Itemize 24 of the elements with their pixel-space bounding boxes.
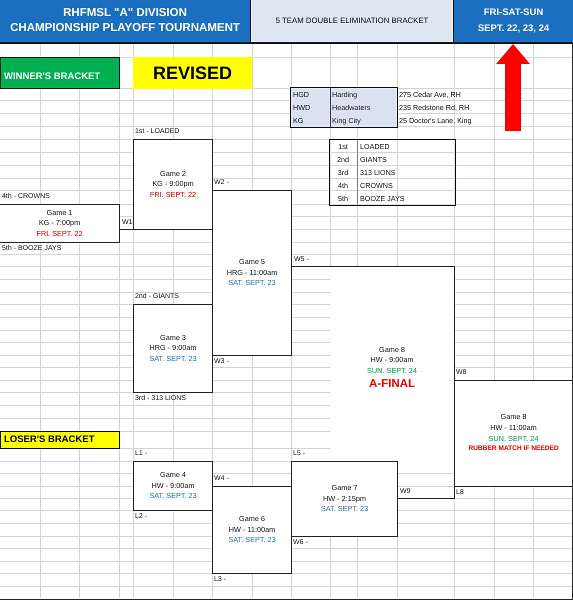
revision-notice: REVISED bbox=[152, 62, 232, 84]
game-box bbox=[291, 461, 398, 537]
header-banner bbox=[0, 0, 251, 44]
game-box bbox=[212, 190, 292, 356]
game-box bbox=[454, 380, 573, 487]
bracket-line bbox=[292, 266, 330, 267]
final-title: A-FINAL bbox=[369, 377, 415, 392]
game-box bbox=[0, 204, 120, 243]
game-box bbox=[330, 266, 455, 462]
tournament-dates: FRI-SAT-SUN SEPT. 22, 23, 24 bbox=[478, 6, 550, 36]
revision-banner bbox=[133, 57, 252, 89]
game-box bbox=[133, 461, 213, 511]
bracket-line bbox=[120, 229, 134, 230]
header-banner bbox=[454, 0, 573, 44]
section-banner bbox=[0, 57, 120, 89]
section-heading: LOSER'S BRACKET bbox=[4, 434, 94, 446]
game-box bbox=[133, 139, 213, 230]
section-banner bbox=[0, 431, 120, 449]
arrow bbox=[496, 44, 530, 131]
game-box bbox=[133, 304, 213, 393]
game-box bbox=[212, 486, 292, 574]
section-heading: WINNER'S BRACKET bbox=[4, 72, 100, 83]
tournament-title: RHFMSL "A" DIVISION CHAMPIONSHIP PLAYOFF TOURNAMENT bbox=[10, 6, 240, 36]
header-banner bbox=[251, 0, 454, 44]
